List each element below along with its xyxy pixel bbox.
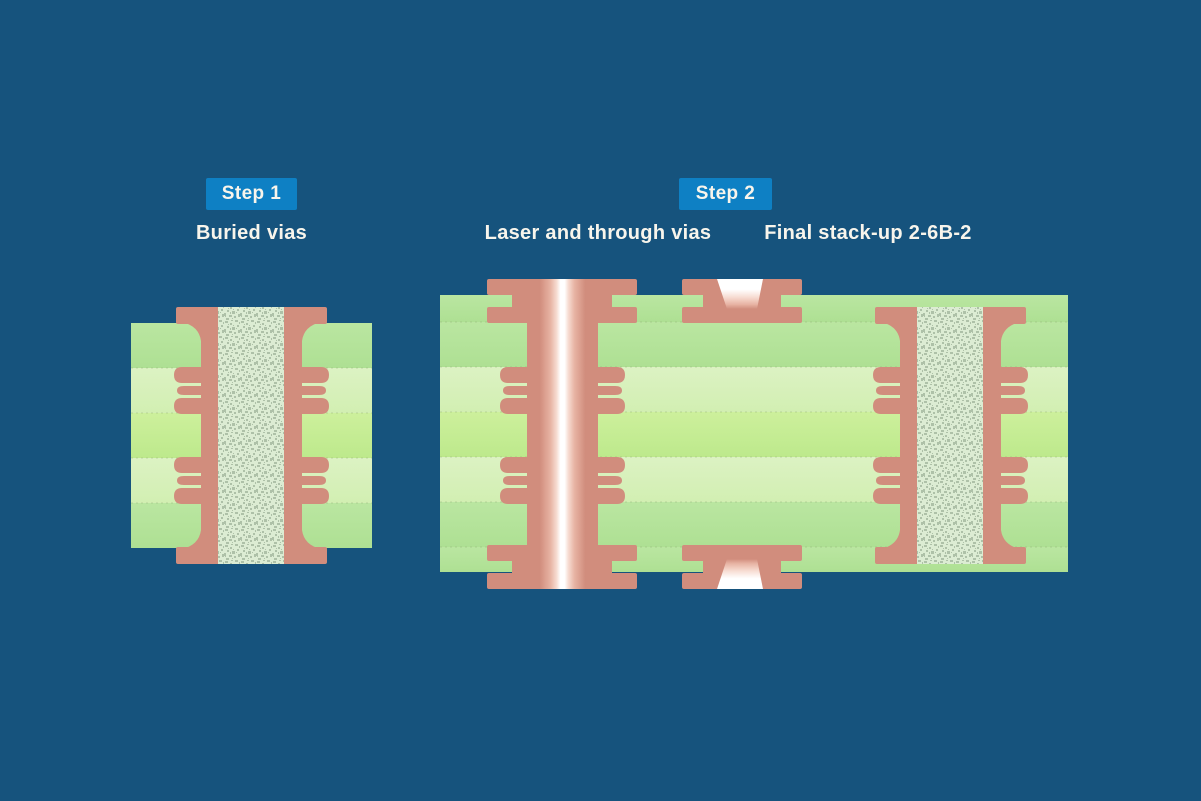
step2-badge: Step 2	[679, 178, 772, 210]
step1-label: Buried vias	[195, 221, 308, 244]
plated-through-hole	[527, 279, 598, 589]
step2-label-laser-through: Laser and through vias	[484, 221, 712, 244]
step1-badge: Step 1	[206, 178, 297, 210]
step2-board	[440, 279, 1068, 589]
through-via	[487, 279, 637, 589]
step1-board	[131, 307, 372, 564]
step2-label-final-stackup: Final stack-up 2-6B-2	[764, 221, 972, 244]
